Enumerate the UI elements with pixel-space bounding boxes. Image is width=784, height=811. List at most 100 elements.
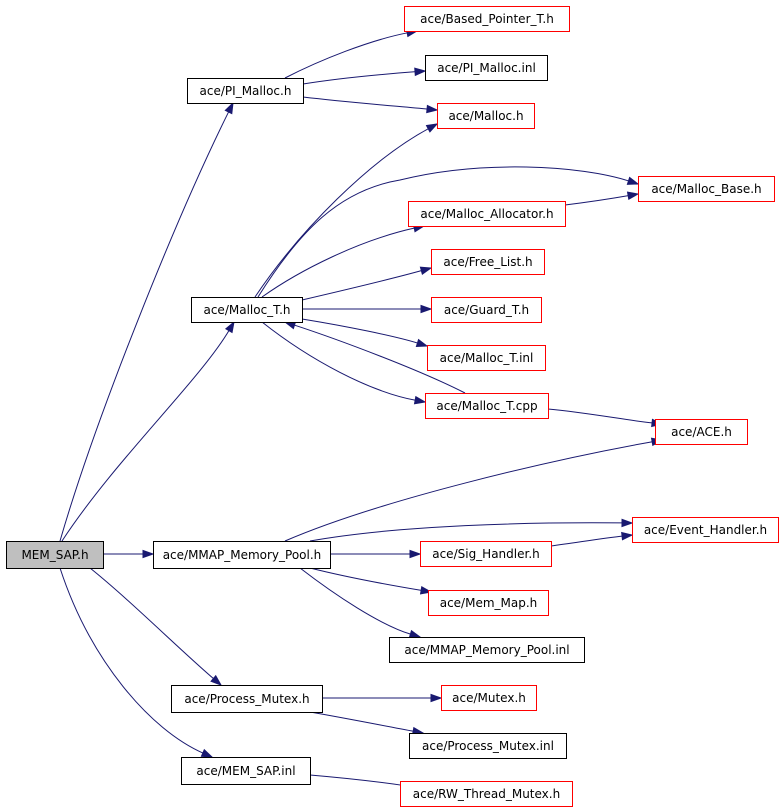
node-label: ace/MMAP_Memory_Pool.h: [163, 548, 322, 562]
node-event-handler-h[interactable]: ace/Event_Handler.h: [632, 517, 779, 543]
edge-mem_sap_h-to-mem_sap_inl: [59, 567, 214, 758]
node-label: ace/Free_List.h: [443, 255, 532, 269]
node-box: [420, 541, 552, 567]
arrowhead-icon: [415, 338, 429, 347]
node-pi-malloc-h[interactable]: ace/PI_Malloc.h: [187, 78, 304, 104]
node-label: ace/PI_Malloc.h: [200, 84, 292, 98]
node-process-mutex-inl[interactable]: ace/Process_Mutex.inl: [409, 733, 567, 759]
arrowhead-icon: [621, 531, 634, 541]
edge-malloc_t_h-to-malloc_t_inl: [301, 318, 429, 347]
edge-line: [309, 567, 423, 592]
edge-line: [309, 774, 406, 787]
node-malloc-t-h[interactable]: ace/Malloc_T.h: [191, 297, 303, 323]
edge-line: [261, 321, 417, 401]
node-box: [437, 103, 535, 129]
arrowhead-icon: [626, 191, 640, 201]
node-pi-malloc-inl[interactable]: ace/PI_Malloc.inl: [425, 55, 548, 81]
node-mmap-memory-pool-inl[interactable]: ace/MMAP_Memory_Pool.inl: [389, 637, 585, 663]
node-mmap-memory-pool-h[interactable]: ace/MMAP_Memory_Pool.h: [153, 541, 331, 569]
edge-pi_malloc_h-to-malloc_h: [302, 96, 439, 114]
node-box: [389, 637, 585, 663]
edge-line: [302, 96, 429, 110]
edge-malloc_t_h-to-malloc_h: [254, 123, 439, 298]
node-label: ace/PI_Malloc.inl: [437, 61, 536, 75]
node-label: ace/Mutex.h: [452, 691, 526, 705]
node-box: [171, 685, 323, 713]
node-box: [632, 517, 779, 543]
node-box: [425, 393, 549, 419]
edges-layer: [59, 28, 664, 790]
node-label: ace/MMAP_Memory_Pool.inl: [404, 643, 569, 657]
edge-line: [293, 324, 466, 394]
arrowhead-icon: [413, 395, 427, 405]
node-label: ace/Malloc_T.cpp: [436, 399, 537, 413]
arrowhead-icon: [200, 748, 214, 758]
edge-malloc_t_h-to-malloc_t_cpp: [261, 321, 427, 405]
node-box: [638, 176, 775, 202]
edge-malloc_t_h-to-malloc_allocator_h: [261, 224, 426, 298]
edge-line: [284, 441, 654, 542]
arrowhead-icon: [621, 518, 634, 528]
arrowhead-icon: [626, 176, 640, 185]
arrowhead-icon: [430, 693, 443, 703]
node-process-mutex-h[interactable]: ace/Process_Mutex.h: [171, 685, 323, 713]
edge-mem_sap_h-to-malloc_t_h: [61, 320, 235, 542]
edge-mmap_memory_pool_h-to-event_handler_h: [309, 518, 634, 542]
edge-pi_malloc_h-to-pi_malloc_inl: [302, 67, 427, 85]
arrowhead-icon: [419, 266, 433, 275]
node-label: ace/ACE.h: [671, 425, 732, 439]
node-mem-map-h[interactable]: ace/Mem_Map.h: [428, 590, 549, 616]
node-box: [408, 201, 566, 227]
node-malloc-t-cpp[interactable]: ace/Malloc_T.cpp: [425, 393, 549, 419]
edge-mem_sap_h-to-mmap_memory_pool_h: [103, 549, 155, 559]
node-label: ace/Event_Handler.h: [644, 523, 767, 537]
node-based-pointer-t-h[interactable]: ace/Based_Pointer_T.h: [404, 6, 570, 32]
node-rw-thread-mutex-h[interactable]: ace/RW_Thread_Mutex.h: [400, 781, 573, 807]
edge-malloc_allocator_h-to-malloc_base_h: [564, 191, 640, 206]
node-box: [187, 78, 304, 104]
node-mem-sap-h: MEM_SAP.h: [6, 541, 104, 569]
arrowhead-icon: [224, 101, 234, 115]
node-free-list-h[interactable]: ace/Free_List.h: [431, 249, 545, 275]
node-label: ace/Process_Mutex.h: [184, 692, 309, 706]
node-box: [400, 781, 573, 807]
arrowhead-icon: [425, 123, 439, 133]
node-mutex-h[interactable]: ace/Mutex.h: [441, 685, 537, 711]
node-box: [181, 757, 311, 785]
node-ace-h[interactable]: ace/ACE.h: [655, 419, 748, 445]
node-box: [6, 541, 104, 569]
arrowhead-icon: [414, 67, 427, 77]
node-box: [427, 345, 546, 371]
node-box: [431, 249, 545, 275]
node-label: ace/Guard_T.h: [444, 303, 529, 317]
node-malloc-h[interactable]: ace/Malloc.h: [437, 103, 535, 129]
edge-mem_sap_h-to-process_mutex_h: [89, 567, 223, 686]
edge-line: [309, 711, 415, 732]
node-box: [655, 419, 748, 445]
edge-line: [257, 166, 630, 298]
nodes-layer: MEM_SAP.h ace/PI_Malloc.h ace/Based_Pointe…: [6, 6, 779, 807]
node-label: ace/Mem_Map.h: [440, 596, 538, 610]
edge-pi_malloc_h-to-based_pointer_t_h: [284, 28, 419, 79]
edge-mmap_memory_pool_h-to-mmap_memory_pool_inl: [299, 567, 422, 639]
edge-mmap_memory_pool_h-to-sig_handler_h: [330, 549, 422, 559]
node-mem-sap-inl[interactable]: ace/MEM_SAP.inl: [181, 757, 311, 785]
arrowhead-icon: [224, 320, 235, 334]
edge-mmap_memory_pool_h-to-mem_map_h: [309, 567, 433, 595]
node-box: [409, 733, 567, 759]
node-malloc-allocator-h[interactable]: ace/Malloc_Allocator.h: [408, 201, 566, 227]
arrowhead-icon: [426, 104, 439, 114]
node-label: ace/Based_Pointer_T.h: [420, 12, 554, 26]
edge-process_mutex_h-to-process_mutex_inl: [309, 711, 425, 736]
node-malloc-base-h[interactable]: ace/Malloc_Base.h: [638, 176, 775, 202]
node-guard-t-h[interactable]: ace/Guard_T.h: [431, 297, 542, 323]
node-box: [153, 541, 331, 569]
edge-line: [59, 110, 230, 542]
node-box: [428, 590, 549, 616]
node-box: [404, 6, 570, 32]
node-malloc-t-inl[interactable]: ace/Malloc_T.inl: [427, 345, 546, 371]
node-label: ace/Process_Mutex.inl: [422, 739, 554, 753]
edge-malloc_t_h-to-free_list_h: [301, 266, 433, 301]
node-sig-handler-h[interactable]: ace/Sig_Handler.h: [420, 541, 552, 567]
edge-mem_sap_inl-to-rw_thread_mutex_h: [309, 774, 416, 790]
